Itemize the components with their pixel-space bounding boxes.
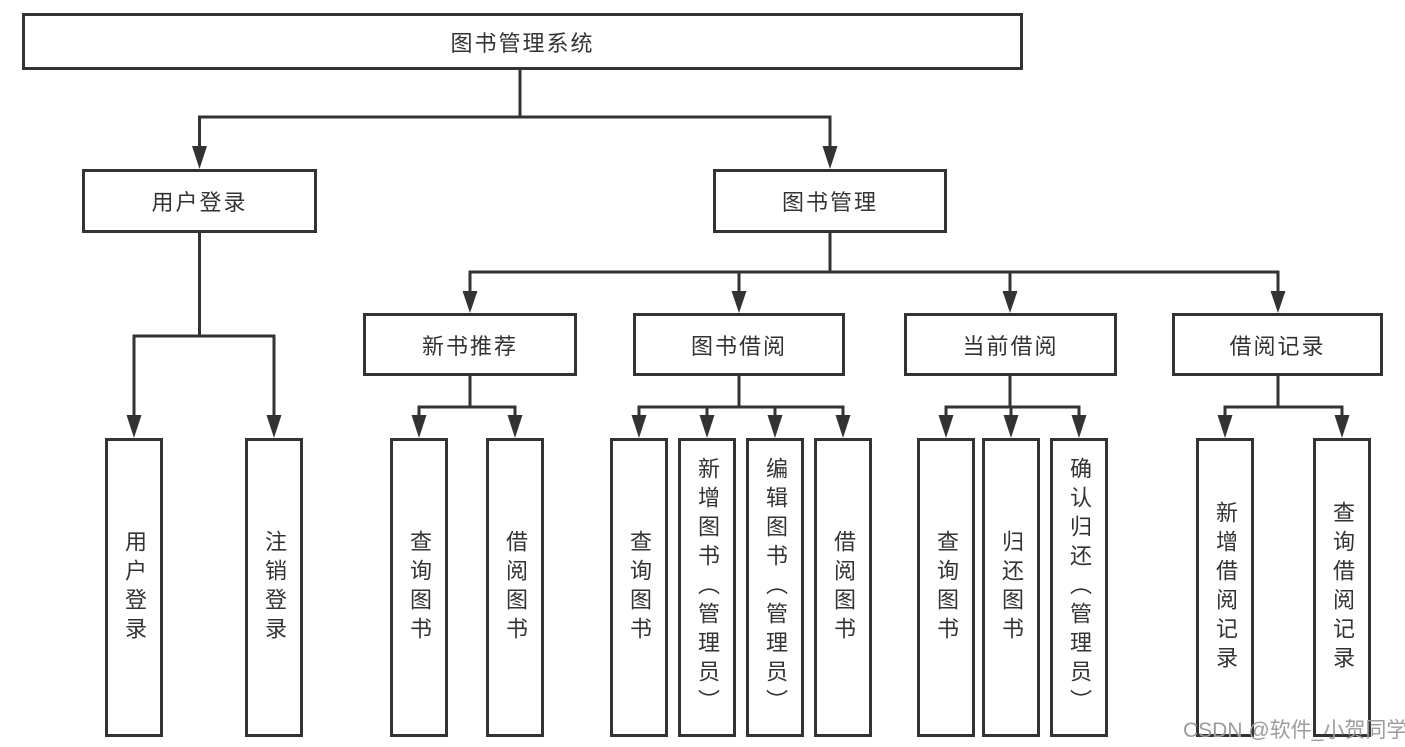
node-user-login-label: 用户登录 — [151, 190, 248, 215]
leaf-user-login: 用户登录 — [105, 438, 163, 737]
leaf-query-books-recommend: 查询图书 — [390, 438, 448, 737]
leaf-add-book-admin-label: 新增图书（管理员） — [695, 457, 720, 718]
node-current-borrowing-label: 当前借阅 — [962, 333, 1059, 359]
node-borrow-records-label: 借阅记录 — [1229, 333, 1326, 359]
leaf-confirm-return-admin: 确认归还（管理员） — [1050, 438, 1108, 737]
leaf-query-borrow-record: 查询借阅记录 — [1313, 438, 1371, 737]
node-user-login: 用户登录 — [82, 169, 317, 233]
leaf-query-books-current-label: 查询图书 — [934, 529, 959, 646]
leaf-borrow-books-recommend-label: 借阅图书 — [503, 529, 528, 646]
leaf-confirm-return-admin-label: 确认归还（管理员） — [1067, 457, 1092, 718]
node-root: 图书管理系统 — [22, 13, 1023, 70]
leaf-add-book-admin: 新增图书（管理员） — [678, 438, 736, 737]
node-book-management-label: 图书管理 — [781, 190, 878, 215]
leaf-edit-book-admin-label: 编辑图书（管理员） — [763, 457, 788, 718]
leaf-return-book-label: 归还图书 — [999, 529, 1024, 646]
watermark: CSDN @软件_小贺同学 — [1183, 719, 1405, 742]
leaf-query-books-borrowing-label: 查询图书 — [627, 529, 652, 646]
leaf-edit-book-admin: 编辑图书（管理员） — [746, 438, 804, 737]
leaf-add-borrow-record: 新增借阅记录 — [1196, 438, 1254, 737]
node-root-label: 图书管理系统 — [450, 30, 595, 56]
node-new-book-recommend-label: 新书推荐 — [421, 333, 518, 359]
leaf-logout-label: 注销登录 — [262, 529, 287, 646]
leaf-add-borrow-record-label: 新增借阅记录 — [1213, 500, 1238, 675]
leaf-query-books-current: 查询图书 — [917, 438, 975, 737]
leaf-logout: 注销登录 — [245, 438, 303, 737]
leaf-borrow-books-borrowing-label: 借阅图书 — [831, 529, 856, 646]
node-book-management: 图书管理 — [713, 169, 947, 233]
leaf-query-books-borrowing: 查询图书 — [610, 438, 668, 737]
node-book-borrowing-label: 图书借阅 — [690, 333, 787, 359]
leaf-borrow-books-recommend: 借阅图书 — [486, 438, 544, 737]
node-new-book-recommend: 新书推荐 — [363, 313, 577, 376]
leaf-query-books-recommend-label: 查询图书 — [407, 529, 432, 646]
leaf-query-borrow-record-label: 查询借阅记录 — [1330, 500, 1355, 675]
node-current-borrowing: 当前借阅 — [904, 313, 1117, 376]
node-book-borrowing: 图书借阅 — [633, 313, 845, 376]
leaf-return-book: 归还图书 — [982, 438, 1040, 737]
node-borrow-records: 借阅记录 — [1172, 313, 1383, 376]
leaf-user-login-label: 用户登录 — [122, 529, 147, 646]
leaf-borrow-books-borrowing: 借阅图书 — [814, 438, 872, 737]
